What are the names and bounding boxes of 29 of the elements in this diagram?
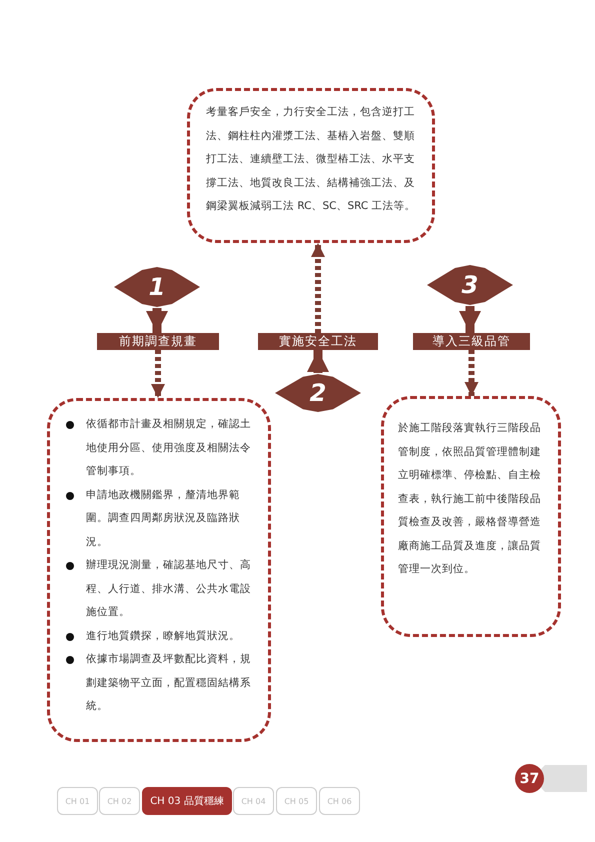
dotted-arrow: [464, 350, 478, 396]
step-number-diamond: 1: [112, 266, 202, 308]
step-label-bar: 實施安全工法: [258, 333, 378, 350]
active-chapter-tab: CH 03 品質穩練: [142, 787, 232, 815]
step-number-diamond: 3: [425, 264, 515, 306]
paragraph: 考量客戶安全，力行安全工法，包含逆打工法、鋼柱柱內灌漿工法、基樁入岩盤、雙順打工法、連續壁工法、微型樁工法、水平支撐工法、地質改良工法、結構補強工法、及鋼梁翼板減弱工法 RC、SC、SRC 工法等。: [206, 105, 417, 214]
block-arrow: [307, 350, 329, 373]
block-arrow: [459, 306, 481, 333]
page-number-badge: 37: [515, 764, 544, 793]
chapter-tab: CH 04: [233, 787, 274, 815]
bullet-item: 依循都市計畫及相關規定，確認土地使用分區、使用強度及相關法令管制事項。: [64, 413, 258, 484]
chapter-tab: CH 02: [99, 787, 140, 815]
bullet-item: 辦理現況測量，確認基地尺寸、高程、人行道、排水溝、公共水電設施位置。: [64, 554, 258, 624]
chapter-tab: CH 06: [319, 787, 360, 815]
dashed-text-box: [381, 396, 561, 637]
dashed-text-box: [187, 88, 435, 243]
block-arrow: [146, 308, 168, 333]
dotted-arrow: [151, 350, 165, 398]
dashed-text-box: [47, 398, 271, 742]
step-label-bar: 導入三級品管: [413, 333, 530, 350]
step-number-diamond: 2: [273, 373, 363, 413]
chapter-tab: CH 05: [276, 787, 317, 815]
step-label-bar: 前期調查規畫: [97, 333, 219, 350]
chapter-tab: CH 01: [57, 787, 98, 815]
paragraph: 於施工階段落實執行三階段品管制度，依照品質管理體制建立明確標準、停檢點、自主檢查表，執行施工前中後階段品質檢查及改善，嚴格督導營造廠商施工品質及進度，讓品質管理一次到位。: [398, 421, 542, 577]
bullet-item: 進行地質鑽探，瞭解地質狀況。: [64, 624, 258, 648]
dotted-arrow: [311, 243, 325, 333]
bullet-item: 依據市場調查及坪數配比資料，規劃建築物平立面，配置穩固結構系統。: [64, 648, 258, 718]
bullet-item: 申請地政機關鑑界，釐清地界範圍。調查四周鄰房狀況及臨路狀況。: [64, 484, 258, 554]
